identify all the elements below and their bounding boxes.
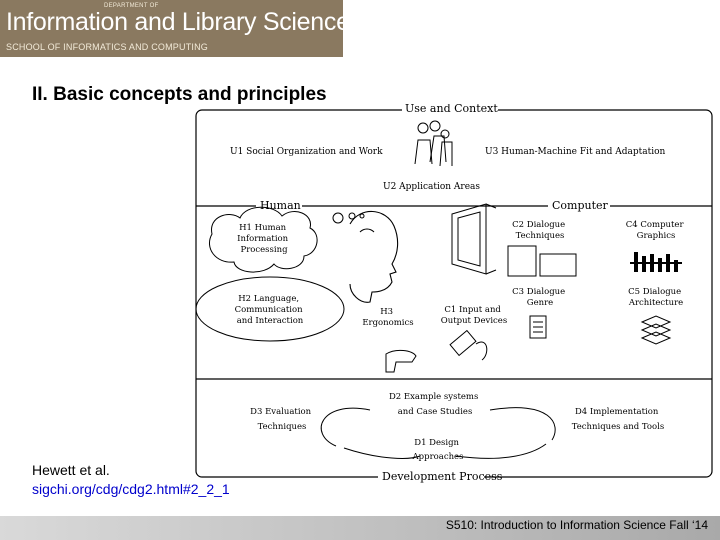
h1-line1: H1 Human	[239, 223, 287, 233]
svg-text:D2 Example systems and Cas: D2 Example systems and Case Studies	[389, 392, 481, 417]
d4-line1: D4 Implementation	[575, 407, 659, 417]
citation-link[interactable]: sigchi.org/cdg/cdg2.html#2_2_1	[32, 481, 230, 497]
development-process-label: Development Process	[382, 470, 503, 483]
department-title: Information and Library Science	[6, 8, 350, 36]
svg-text:C4 Computer Graphics: C4 Computer Graphics	[626, 220, 686, 241]
c4-line2: Graphics	[637, 231, 676, 241]
layers-icon	[640, 315, 672, 345]
d1-line1: D1 Design	[414, 438, 459, 448]
c1-line1: C1 Input and	[444, 305, 501, 315]
svg-text:H3 Ergonomics: H3 Ergonomics	[362, 307, 413, 328]
h1-line2: Information	[237, 234, 289, 244]
svg-text:H2 Language, Communication: H2 Language, Communication and Interacti…	[235, 294, 306, 326]
svg-text:H1 Human Information P: H1 Human Information Processing	[237, 223, 291, 255]
footer-bar	[0, 516, 720, 540]
graphics-icon	[630, 252, 682, 272]
school-name: SCHOOL OF INFORMATICS AND COMPUTING	[6, 42, 209, 52]
c1-line2: Output Devices	[441, 316, 507, 326]
svg-text:C2 Dialogue Techniques: C2 Dialogue Techniques	[512, 220, 568, 241]
d1-line2: Approaches	[412, 452, 464, 462]
department-label: DEPARTMENT OF	[104, 3, 159, 9]
h2-line1: H2 Language,	[238, 294, 299, 304]
thought-cloud-icon	[209, 206, 365, 273]
c4-line1: C4 Computer	[626, 220, 685, 230]
monitor-icon	[451, 203, 497, 275]
h2-ellipse	[195, 276, 345, 342]
h3-line2: Ergonomics	[362, 318, 413, 328]
c3-line2: Genre	[527, 298, 553, 308]
hci-curriculum-diagram: Use and Context Human Computer Developme…	[195, 104, 713, 483]
h1-line3: Processing	[240, 245, 288, 255]
department-banner: DEPARTMENT OF Information and Library Sc…	[0, 0, 350, 57]
d3-line1: D3 Evaluation	[250, 407, 312, 417]
d2-line1: D2 Example systems	[389, 392, 478, 402]
citation-author: Hewett et al.	[32, 462, 110, 478]
svg-text:C5 Dialogue Architecture: C5 Dialogue Architecture	[628, 287, 684, 308]
svg-text:D1 Design Approaches: D1 Design Approaches	[412, 438, 464, 462]
d2-line2: and Case Studies	[398, 407, 473, 417]
windows-icon	[507, 245, 577, 277]
d3-line2: Techniques	[258, 422, 307, 432]
u3-label: U3 Human-Machine Fit and Adaptation	[485, 147, 666, 157]
slide-title: II. Basic concepts and principles	[32, 84, 327, 105]
computer-label: Computer	[552, 199, 609, 212]
svg-text:D4 Implementation Techniqu: D4 Implementation Techniques and Tools	[572, 407, 665, 432]
c5-line1: C5 Dialogue	[628, 287, 681, 297]
human-label: Human	[260, 199, 301, 212]
human-head-icon	[349, 210, 399, 303]
c5-line2: Architecture	[628, 298, 683, 308]
use-context-label: Use and Context	[405, 104, 498, 115]
h2-line3: and Interaction	[237, 316, 304, 326]
d4-line2: Techniques and Tools	[572, 422, 665, 432]
u2-label: U2 Application Areas	[383, 182, 480, 192]
footer-course: S510: Introduction to Information Scienc…	[445, 518, 708, 532]
svg-text:C3 Dialogue Genre: C3 Dialogue Genre	[512, 287, 568, 308]
svg-text:D3 Evaluation Techniques: D3 Evaluation Techniques	[250, 407, 314, 432]
c2-line2: Techniques	[516, 231, 565, 241]
h2-line2: Communication	[235, 305, 303, 315]
u1-label: U1 Social Organization and Work	[230, 147, 383, 157]
hand-icon	[385, 349, 417, 373]
svg-text:C1 Input and Output Device: C1 Input and Output Devices	[441, 305, 507, 326]
mouse-icon	[449, 329, 488, 361]
c3-line1: C3 Dialogue	[512, 287, 565, 297]
people-icon	[414, 120, 453, 167]
document-icon	[529, 315, 547, 339]
development-cycle-arrows	[320, 407, 556, 459]
h3-line1: H3	[380, 307, 393, 317]
c2-line1: C2 Dialogue	[512, 220, 565, 230]
